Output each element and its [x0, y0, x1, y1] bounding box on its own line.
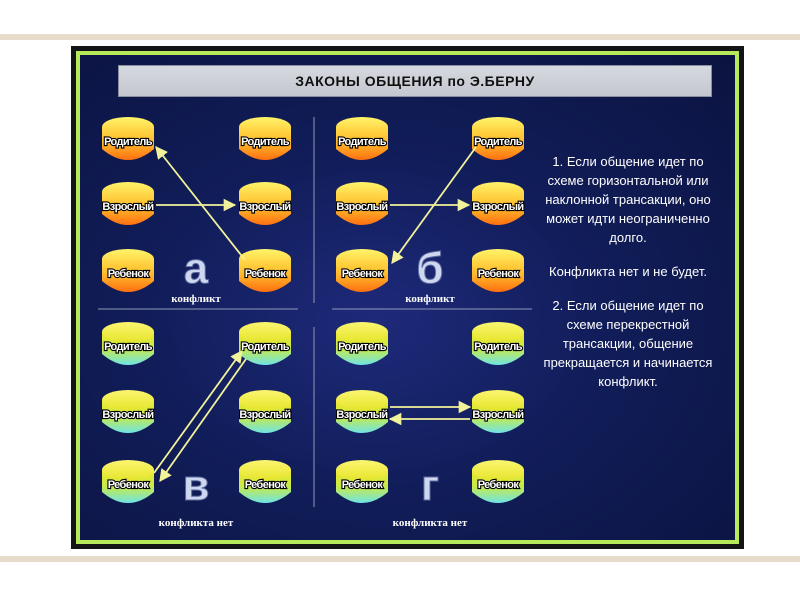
- q3-caption: конфликта нет: [159, 517, 234, 529]
- rule-crossed: 2. Если общение идет по схеме перекрестн…: [543, 298, 713, 389]
- q3-letter: в: [182, 461, 209, 510]
- q4-right-parent-pill-label: Родитель: [474, 341, 523, 353]
- q3-left-adult-pill: Взрослый: [101, 390, 155, 433]
- q2-left-adult-pill-label: Взрослый: [336, 201, 387, 213]
- top-stripe: [0, 34, 800, 40]
- q4-right-child-pill: Ребенок: [472, 460, 524, 503]
- q2-right-parent-pill: Родитель: [472, 117, 524, 160]
- q2-arrow-parent-to-child: [391, 146, 477, 265]
- q3-left-child-pill-label: Ребенок: [108, 479, 150, 491]
- q2-caption: конфликт: [405, 293, 455, 305]
- q4-left-parent-pill: Родитель: [336, 322, 388, 365]
- q1-left-adult-pill-label: Взрослый: [102, 201, 153, 213]
- rule-no-conflict: Конфликта нет и не будет.: [549, 264, 707, 279]
- q4-right-adult-pill: Взрослый: [471, 390, 525, 433]
- q3-right-parent-pill: Родитель: [239, 322, 291, 365]
- q1-caption: конфликт: [171, 293, 221, 305]
- q3-left-parent-pill: Родитель: [102, 322, 154, 365]
- q1-left-parent-pill: Родитель: [102, 117, 154, 160]
- q1-letter: а: [184, 244, 209, 293]
- q1-right-child-pill-label: Ребенок: [245, 268, 287, 280]
- q2-left-child-pill: Ребенок: [336, 249, 388, 292]
- q2-left-adult-pill: Взрослый: [335, 182, 389, 225]
- q3-right-adult-pill: Взрослый: [238, 390, 292, 433]
- q1-right-adult-pill-label: Взрослый: [239, 201, 290, 213]
- bottom-stripe: [0, 556, 800, 562]
- q4-left-child-pill: Ребенок: [336, 460, 388, 503]
- q4-letter: г: [421, 461, 439, 510]
- q1-right-child-pill: Ребенок: [239, 249, 291, 292]
- q2-right-adult-pill-label: Взрослый: [472, 201, 523, 213]
- q3-right-parent-pill-label: Родитель: [241, 341, 290, 353]
- transaction-arrows: [153, 146, 477, 483]
- q1-arrow-child-to-parent: [155, 146, 246, 261]
- q3-right-child-pill-label: Ребенок: [245, 479, 287, 491]
- q2-left-parent-pill-label: Родитель: [338, 136, 387, 148]
- rule-horizontal: 1. Если общение идет по схеме горизонтал…: [545, 154, 711, 245]
- q2-right-child-pill-label: Ребенок: [478, 268, 520, 280]
- q4-left-parent-pill-label: Родитель: [338, 341, 387, 353]
- slide-panel: ЗАКОНЫ ОБЩЕНИЯ по Э.БЕРНУ: [76, 51, 739, 544]
- q4-right-child-pill-label: Ребенок: [478, 479, 520, 491]
- q1-left-adult-pill: Взрослый: [101, 182, 155, 225]
- q4-left-adult-pill-label: Взрослый: [336, 409, 387, 421]
- slide-frame: ЗАКОНЫ ОБЩЕНИЯ по Э.БЕРНУ: [71, 46, 744, 549]
- q3-right-adult-pill-label: Взрослый: [239, 409, 290, 421]
- q2-right-child-pill: Ребенок: [472, 249, 524, 292]
- rules-text: 1. Если общение идет по схеме горизонтал…: [536, 152, 720, 406]
- q2-letter: б: [416, 244, 443, 293]
- q3-left-parent-pill-label: Родитель: [104, 341, 153, 353]
- q1-left-child-pill-label: Ребенок: [108, 268, 150, 280]
- q4-caption: конфликта нет: [393, 517, 468, 529]
- slide-title: ЗАКОНЫ ОБЩЕНИЯ по Э.БЕРНУ: [118, 65, 712, 97]
- q4-right-parent-pill: Родитель: [472, 322, 524, 365]
- q1-right-adult-pill: Взрослый: [238, 182, 292, 225]
- q3-left-child-pill: Ребенок: [102, 460, 154, 503]
- q2-left-child-pill-label: Ребенок: [342, 268, 384, 280]
- q3-left-adult-pill-label: Взрослый: [102, 409, 153, 421]
- q4-right-adult-pill-label: Взрослый: [472, 409, 523, 421]
- q1-right-parent-pill: Родитель: [239, 117, 291, 160]
- q3-arrow-parent-to-child: [159, 358, 247, 483]
- q3-arrow-child-to-parent: [153, 349, 243, 474]
- q4-left-adult-pill: Взрослый: [335, 390, 389, 433]
- q1-left-parent-pill-label: Родитель: [104, 136, 153, 148]
- q4-left-child-pill-label: Ребенок: [342, 479, 384, 491]
- q1-right-parent-pill-label: Родитель: [241, 136, 290, 148]
- q2-right-adult-pill: Взрослый: [471, 182, 525, 225]
- q3-right-child-pill: Ребенок: [239, 460, 291, 503]
- q1-left-child-pill: Ребенок: [102, 249, 154, 292]
- q2-right-parent-pill-label: Родитель: [474, 136, 523, 148]
- q2-left-parent-pill: Родитель: [336, 117, 388, 160]
